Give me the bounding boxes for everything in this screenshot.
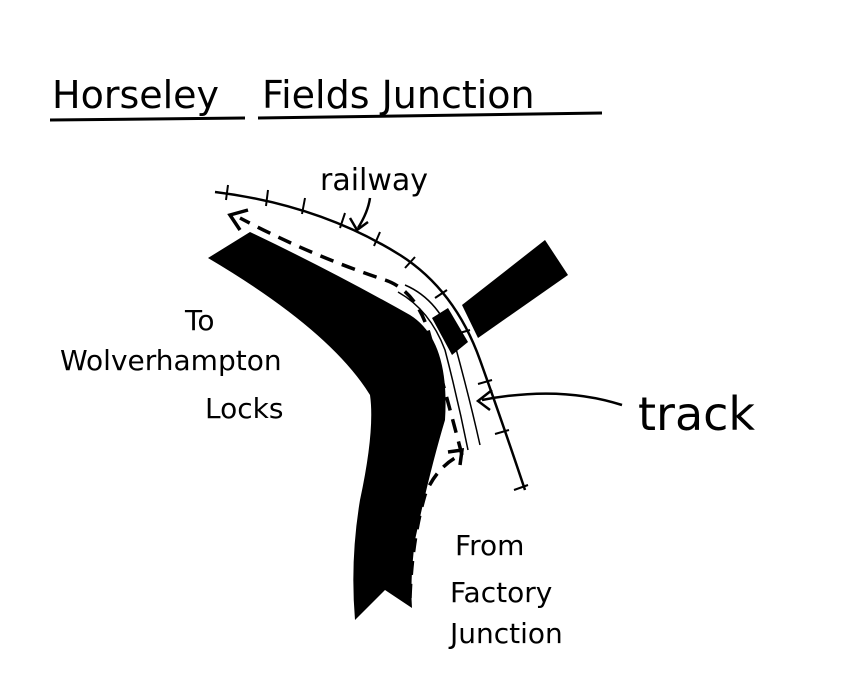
railway-ticks [225,184,529,491]
route-arrowhead-north [447,447,465,466]
track-pointer-arrow [475,389,623,411]
label-factory: Factory [450,576,552,609]
route-arrowhead-west [227,208,249,231]
canal-branch [462,240,568,338]
label-to: To [184,304,214,337]
title-horseley: Horseley [52,73,219,117]
label-from: From [455,529,524,562]
title-underline-1 [49,116,246,122]
route-dashed-from-factory [408,456,456,599]
label-locks: Locks [205,392,283,425]
title-underline-2 [257,111,603,120]
label-wolverhampton: Wolverhampton [60,344,282,377]
track-line-outer [404,284,481,446]
route-dashed-to-wolverhampton [239,216,464,456]
label-junction: Junction [448,617,563,650]
label-railway: railway [320,163,428,198]
track-line-inner [397,291,469,451]
railway-pointer-arrow [348,197,372,232]
label-track: track [638,387,755,441]
title-fields-junction: Fields Junction [262,73,535,117]
railway-line [214,190,527,491]
canal-main [208,232,446,620]
